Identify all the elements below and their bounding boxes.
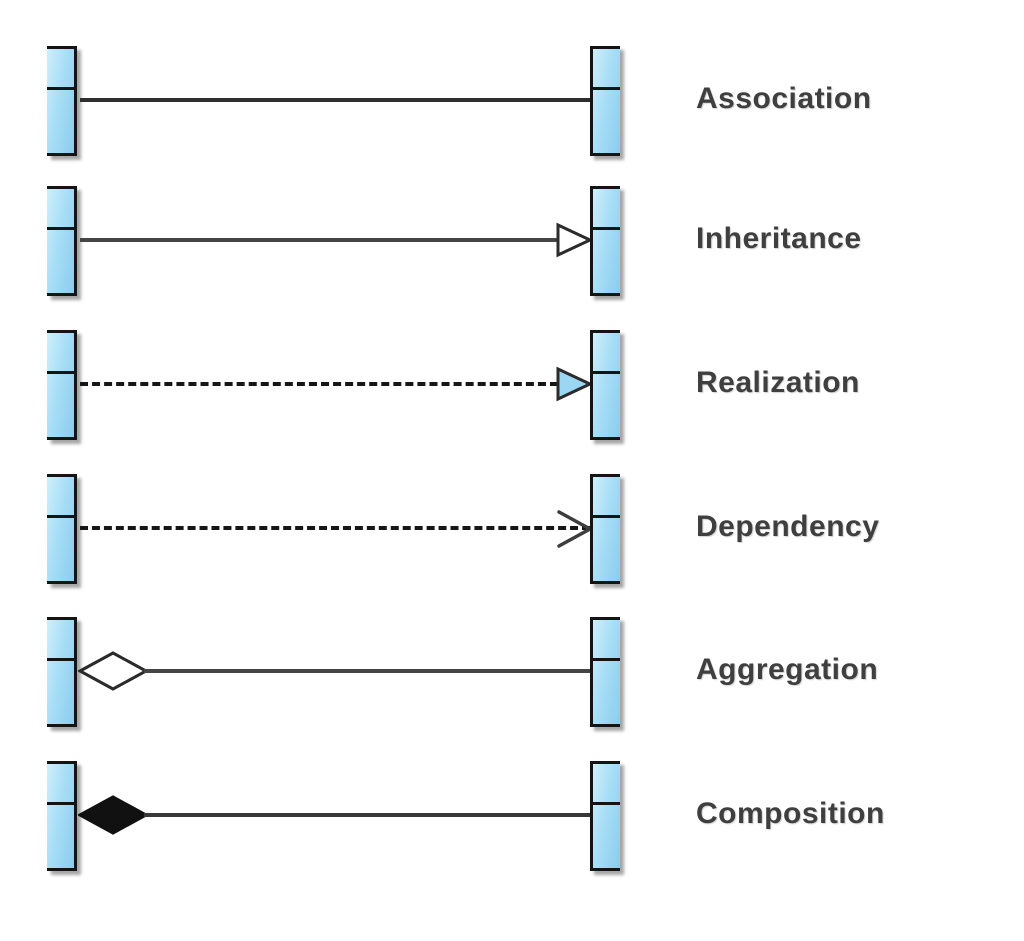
realization-dashed-line <box>80 382 558 386</box>
class-box-divider <box>47 227 74 230</box>
class-box-right <box>590 474 620 584</box>
class-box-divider <box>593 515 620 518</box>
hollow-triangle-arrowhead-icon <box>556 222 593 258</box>
class-box-left <box>47 46 77 156</box>
relationship-row-realization: Realization <box>0 330 1024 440</box>
blue-filled-triangle-arrowhead-icon <box>556 366 593 402</box>
class-box-left <box>47 761 77 871</box>
composition-line <box>144 813 590 817</box>
class-box-divider <box>47 802 74 805</box>
relationship-label: Composition <box>696 797 885 830</box>
relationship-row-dependency: Dependency <box>0 474 1024 584</box>
association-line <box>80 98 590 102</box>
open-arrowhead-icon <box>557 510 594 548</box>
class-box-right <box>590 330 620 440</box>
dependency-dashed-line <box>80 526 590 530</box>
class-box-left <box>47 186 77 296</box>
class-box-divider <box>593 802 620 805</box>
relationship-row-association: Association <box>0 46 1024 156</box>
relationship-label: Dependency <box>696 510 880 543</box>
relationship-label: Association <box>696 82 872 115</box>
relationship-row-aggregation: Aggregation <box>0 617 1024 727</box>
inheritance-line <box>80 238 558 242</box>
relationship-label: Inheritance <box>696 222 862 255</box>
class-box-left <box>47 617 77 727</box>
class-box-right <box>590 617 620 727</box>
class-box-divider <box>593 87 620 90</box>
class-box-divider <box>47 87 74 90</box>
class-box-right: ( <box>590 761 620 871</box>
class-box-left <box>47 330 77 440</box>
class-box-divider <box>593 227 620 230</box>
class-box-divider <box>593 371 620 374</box>
aggregation-line <box>144 669 590 673</box>
hollow-diamond-icon <box>78 651 148 691</box>
relationship-row-composition: ( Composition <box>0 761 1024 871</box>
class-box-divider <box>593 658 620 661</box>
class-box-right <box>590 46 620 156</box>
filled-diamond-icon <box>78 795 148 835</box>
class-box-left <box>47 474 77 584</box>
class-box-divider <box>47 658 74 661</box>
class-box-divider <box>47 515 74 518</box>
relationship-label: Realization <box>696 366 860 399</box>
relationship-row-inheritance: Inheritance <box>0 186 1024 296</box>
relationship-label: Aggregation <box>696 653 879 686</box>
class-box-right <box>590 186 620 296</box>
class-box-divider <box>47 371 74 374</box>
